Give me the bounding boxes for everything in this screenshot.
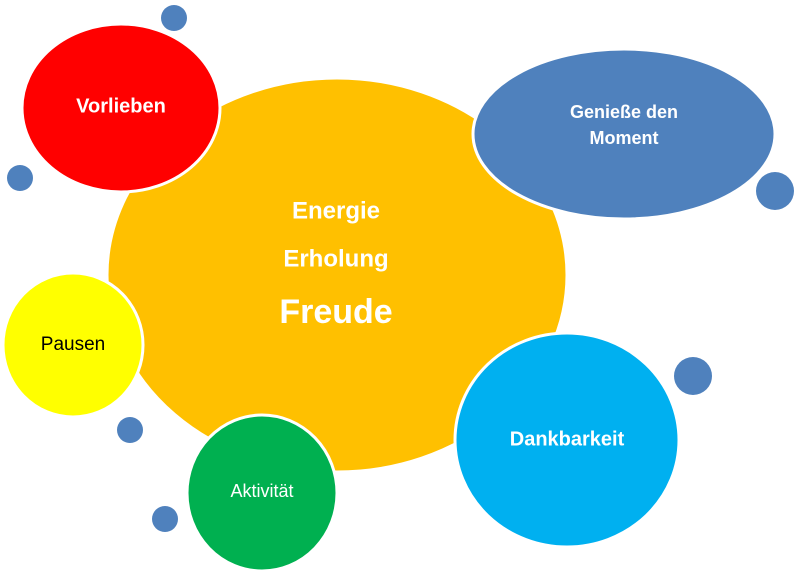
- bubble-pausen: Pausen: [1, 271, 145, 419]
- center-bubble-shape: [105, 76, 569, 474]
- bubble-dankbarkeit: Dankbarkeit: [453, 331, 681, 549]
- center-line-erholung: Erholung: [283, 245, 388, 272]
- center-line-energie: Energie: [292, 197, 380, 224]
- decorative-dot: [674, 357, 712, 395]
- bubble-aktivitaet-shape: [185, 413, 339, 573]
- decorative-dots: [7, 5, 794, 532]
- center-line-freude: Freude: [279, 293, 392, 331]
- bubble-vorlieben-shape: [20, 22, 222, 194]
- bubble-dankbarkeit-shape: [453, 331, 681, 549]
- bubble-aktivitaet: Aktivität: [185, 413, 339, 573]
- bubble-pausen-shape: [1, 271, 145, 419]
- decorative-dot: [756, 172, 794, 210]
- bubble-pausen-label: Pausen: [41, 334, 105, 355]
- bubble-geniesse-line-2: Moment: [590, 128, 659, 148]
- bubble-geniesse-den-moment: Genieße den Moment: [471, 47, 777, 221]
- bubble-geniesse-shape: [471, 47, 777, 221]
- bubble-vorlieben-label: Vorlieben: [76, 95, 166, 117]
- center-bubble: Energie Erholung Freude: [105, 76, 569, 474]
- bubble-dankbarkeit-label: Dankbarkeit: [510, 428, 625, 450]
- bubble-geniesse-line-1: Genieße den: [570, 102, 678, 122]
- bubble-vorlieben: Vorlieben: [20, 22, 222, 194]
- decorative-dot: [7, 165, 33, 191]
- decorative-dot: [152, 506, 178, 532]
- decorative-dot: [161, 5, 187, 31]
- decorative-dot: [117, 417, 143, 443]
- bubble-aktivitaet-label: Aktivität: [230, 481, 293, 501]
